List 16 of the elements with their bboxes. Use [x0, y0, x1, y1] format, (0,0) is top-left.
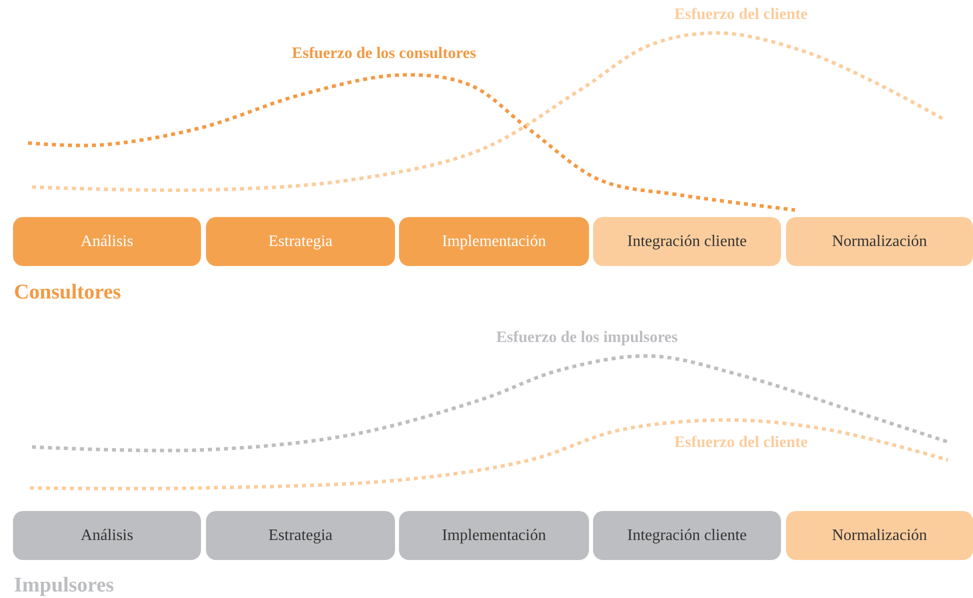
phase-box: Estrategia	[206, 511, 395, 560]
curve-label: Esfuerzo de los consultores	[292, 45, 476, 63]
curve-label: Esfuerzo de los impulsores	[496, 329, 678, 347]
phase-box: Normalización	[786, 511, 973, 560]
curve-label: Esfuerzo del cliente	[674, 434, 808, 452]
phase-box: Implementación	[399, 217, 589, 266]
section-heading: Consultores	[14, 280, 121, 304]
phase-box: Integración cliente	[593, 217, 781, 266]
phase-box: Integración cliente	[593, 511, 781, 560]
phase-box: Análisis	[13, 511, 201, 560]
curve-label: Esfuerzo del cliente	[674, 6, 808, 24]
phase-box: Análisis	[13, 217, 201, 266]
phase-box: Normalización	[786, 217, 973, 266]
phase-box: Estrategia	[206, 217, 395, 266]
phase-box: Implementación	[399, 511, 589, 560]
section-heading: Impulsores	[14, 572, 114, 598]
